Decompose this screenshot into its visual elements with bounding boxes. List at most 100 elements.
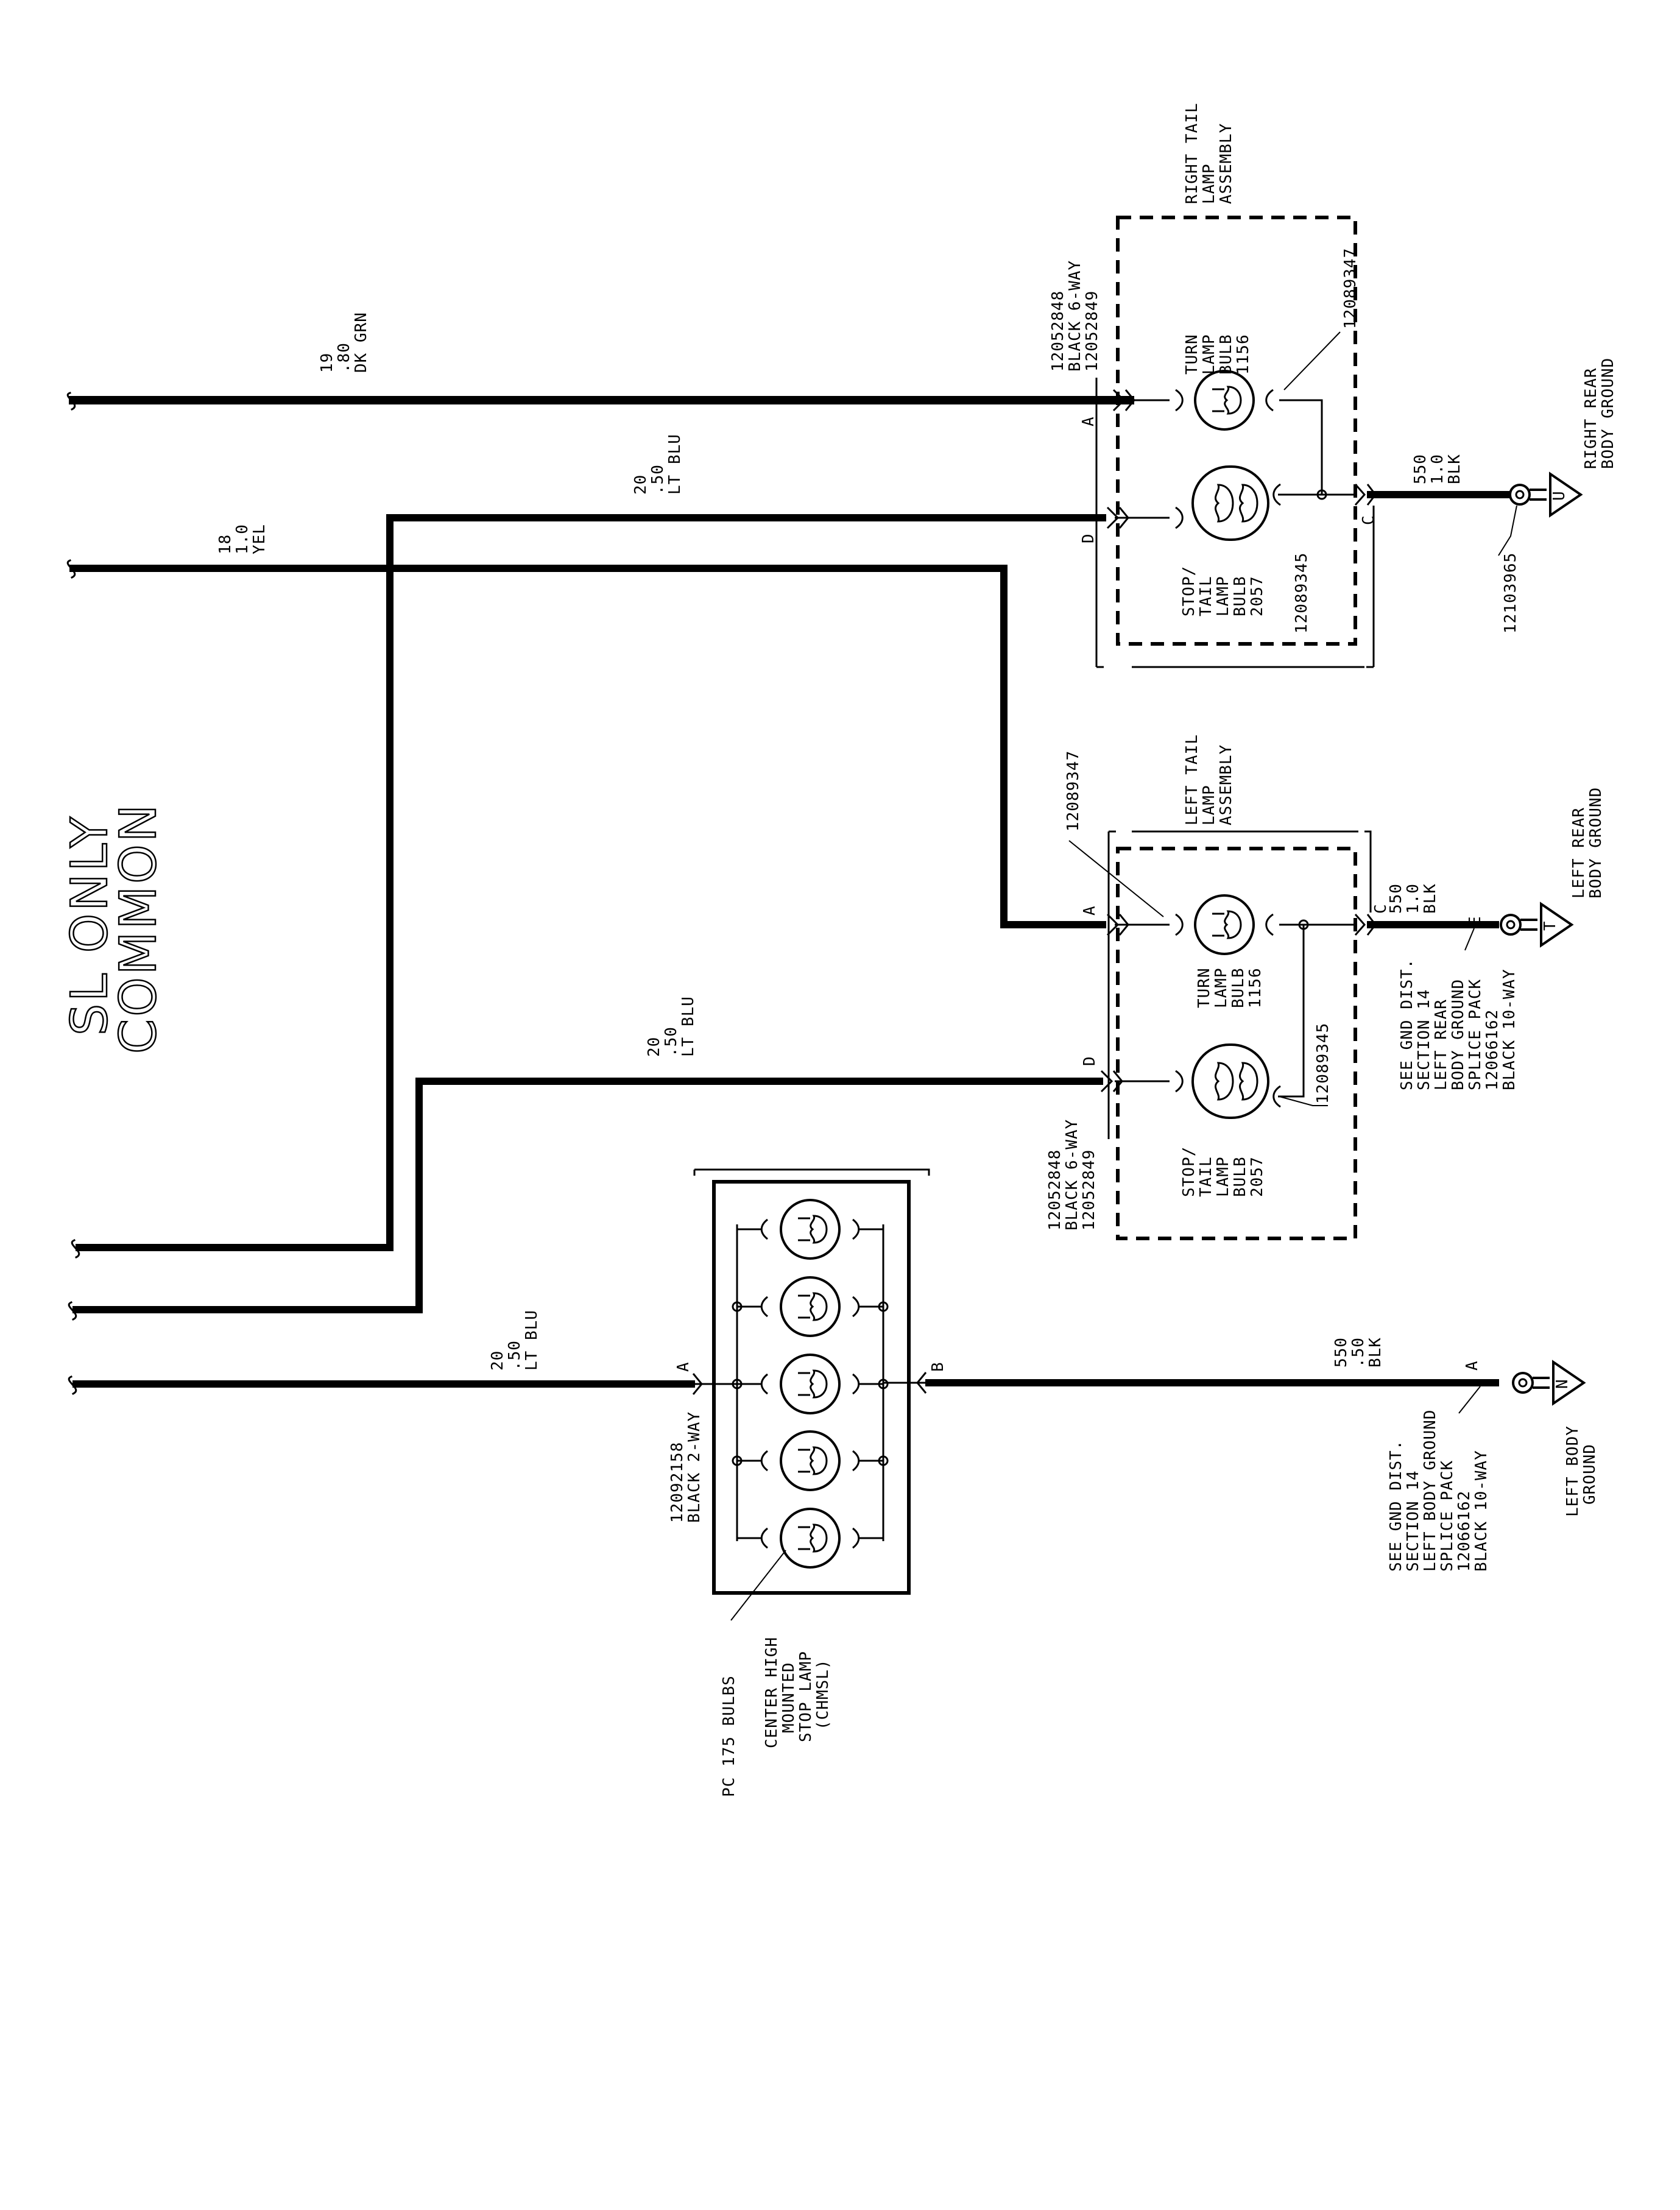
chmsl-junction xyxy=(878,1301,889,1312)
svg-text:GROUND: GROUND xyxy=(1581,1444,1599,1505)
svg-text:(CHMSL): (CHMSL) xyxy=(814,1659,832,1730)
svg-text:ASSEMBLY: ASSEMBLY xyxy=(1217,123,1235,204)
svg-text:LAMP: LAMP xyxy=(1200,163,1218,204)
label-gnd-left: 550 1.0 BLK xyxy=(1387,883,1439,914)
svg-text:TAIL: TAIL xyxy=(1197,576,1215,616)
label-lt-blu-bottom: 20 .50 LT BLU xyxy=(489,1310,541,1371)
left-rear-ground: T SEE GND DIST. SECTION 14 LEFT REAR BOD… xyxy=(1398,787,1605,1090)
wire-lt-blu-top xyxy=(386,514,1106,1216)
chmsl-bulb-icon xyxy=(780,1354,841,1414)
ground-id-u: U xyxy=(1550,490,1569,501)
svg-text:1.0: 1.0 xyxy=(233,524,252,554)
svg-text:12052848: 12052848 xyxy=(1046,1149,1064,1230)
svg-text:LT BLU: LT BLU xyxy=(679,996,697,1057)
svg-text:LEFT TAIL: LEFT TAIL xyxy=(1183,734,1201,825)
pin-d-left: D xyxy=(1081,1056,1099,1066)
svg-text:BULB: BULB xyxy=(1229,967,1248,1008)
svg-text:BLACK 10-WAY: BLACK 10-WAY xyxy=(1500,969,1519,1090)
wire-yel xyxy=(69,565,1106,928)
svg-text:LAMP: LAMP xyxy=(1212,967,1230,1008)
svg-text:SPLICE PACK: SPLICE PACK xyxy=(1438,1460,1456,1572)
svg-text:BODY GROUND: BODY GROUND xyxy=(1449,979,1467,1090)
svg-text:LEFT BODY: LEFT BODY xyxy=(1564,1425,1582,1517)
svg-text:1.0: 1.0 xyxy=(1428,454,1447,484)
chmsl-pin-b: B xyxy=(929,1361,947,1372)
left-stop-socket: 12089345 xyxy=(1314,1023,1332,1104)
left-turn-bulb-label: TURN LAMP BULB 1156 xyxy=(1195,967,1265,1008)
ground-id-n: N xyxy=(1553,1379,1572,1389)
svg-text:MOUNTED: MOUNTED xyxy=(780,1662,798,1733)
chmsl-junction xyxy=(732,1379,743,1389)
svg-text:TAIL: TAIL xyxy=(1197,1156,1215,1197)
svg-text:BLACK 6-WAY: BLACK 6-WAY xyxy=(1066,260,1084,372)
svg-text:2057: 2057 xyxy=(1248,1156,1266,1197)
chmsl-ground-pin: A xyxy=(1463,1360,1481,1371)
svg-text:STOP LAMP: STOP LAMP xyxy=(797,1651,815,1742)
svg-text:BLACK 10-WAY: BLACK 10-WAY xyxy=(1472,1450,1491,1572)
svg-text:RIGHT REAR: RIGHT REAR xyxy=(1582,367,1600,469)
svg-text:12052849: 12052849 xyxy=(1083,291,1101,372)
svg-text:550: 550 xyxy=(1387,883,1405,914)
svg-text:SEE GND DIST.: SEE GND DIST. xyxy=(1398,959,1416,1091)
right-tail-title: RIGHT TAIL LAMP ASSEMBLY xyxy=(1183,102,1235,204)
left-connector-label: 12052848 BLACK 6-WAY 12052849 xyxy=(1046,1119,1098,1230)
svg-text:2057: 2057 xyxy=(1248,576,1266,616)
chmsl-bulb-lead xyxy=(737,1296,883,1318)
svg-text:12066162: 12066162 xyxy=(1455,1491,1474,1572)
svg-text:.50: .50 xyxy=(662,1026,680,1057)
svg-text:19: 19 xyxy=(318,353,336,373)
pin-c-right: C xyxy=(1360,515,1378,525)
left-body-ground: N A SEE GND DIST. SECTION 14 LEFT BODY G… xyxy=(1387,1360,1599,1572)
pin-a-left: A xyxy=(1081,905,1099,916)
chmsl-bulb-lead xyxy=(737,1218,883,1240)
label-lt-blu-mid: 20 .50 LT BLU xyxy=(645,996,697,1057)
svg-text:BODY GROUND: BODY GROUND xyxy=(1587,787,1605,898)
chmsl-name: CENTER HIGH MOUNTED STOP LAMP (CHMSL) xyxy=(763,1637,832,1748)
svg-text:LEFT REAR: LEFT REAR xyxy=(1432,999,1450,1090)
svg-text:BLACK 2-WAY: BLACK 2-WAY xyxy=(685,1411,704,1523)
wires xyxy=(66,392,1511,1395)
right-ground-terminal: 12103965 xyxy=(1502,552,1520,634)
chmsl-junction xyxy=(732,1301,743,1312)
svg-text:SEE GND DIST.: SEE GND DIST. xyxy=(1387,1440,1405,1572)
svg-text:12066162: 12066162 xyxy=(1483,1009,1502,1090)
svg-text:TURN: TURN xyxy=(1183,334,1201,375)
right-turn-socket: 12089347 xyxy=(1341,248,1360,329)
svg-text:LT BLU: LT BLU xyxy=(666,434,684,495)
svg-text:YEL: YEL xyxy=(250,524,269,554)
pin-d-right: D xyxy=(1079,533,1098,543)
svg-text:PC 175 BULBS: PC 175 BULBS xyxy=(720,1675,738,1797)
left-tail-title: LEFT TAIL LAMP ASSEMBLY xyxy=(1183,734,1235,825)
chmsl-bulb-lead xyxy=(737,1527,883,1549)
left-body-ground-label: LEFT BODY GROUND xyxy=(1564,1425,1599,1517)
svg-text:BLK: BLK xyxy=(1445,454,1464,484)
svg-text:RIGHT TAIL: RIGHT TAIL xyxy=(1183,102,1201,204)
svg-text:SECTION 14: SECTION 14 xyxy=(1404,1470,1422,1572)
svg-text:BODY GROUND: BODY GROUND xyxy=(1599,358,1617,469)
legend-common: COMMON xyxy=(110,802,168,1054)
chmsl-bulb-icon xyxy=(780,1430,841,1491)
svg-text:SECTION 14: SECTION 14 xyxy=(1415,989,1433,1090)
svg-text:.80: .80 xyxy=(335,342,353,373)
svg-text:18: 18 xyxy=(216,534,235,554)
legend: SL ONLY COMMON xyxy=(60,802,169,1055)
svg-text:BULB: BULB xyxy=(1217,334,1235,375)
svg-text:20: 20 xyxy=(632,475,650,495)
chmsl-pin-a: A xyxy=(674,1361,693,1372)
svg-text:SPLICE PACK: SPLICE PACK xyxy=(1466,979,1484,1090)
svg-text:20: 20 xyxy=(489,1350,507,1371)
label-lt-blu-top: 20 .50 LT BLU xyxy=(632,434,684,495)
svg-text:ASSEMBLY: ASSEMBLY xyxy=(1217,744,1235,825)
right-rear-ground: U 12103965 RIGHT REAR BODY GROUND xyxy=(1498,358,1617,634)
svg-text:LAMP: LAMP xyxy=(1200,334,1218,375)
svg-text:DK GRN: DK GRN xyxy=(352,312,370,373)
svg-text:1156: 1156 xyxy=(1234,334,1252,375)
svg-text:BLK: BLK xyxy=(1366,1337,1385,1368)
left-rear-splice-note: SEE GND DIST. SECTION 14 LEFT REAR BODY … xyxy=(1398,959,1519,1091)
svg-text:12052849: 12052849 xyxy=(1080,1149,1098,1230)
svg-text:CENTER HIGH: CENTER HIGH xyxy=(763,1637,781,1748)
svg-text:LAMP: LAMP xyxy=(1214,576,1232,616)
chmsl-bulb-lead xyxy=(737,1450,883,1472)
chmsl-junction xyxy=(878,1379,889,1389)
